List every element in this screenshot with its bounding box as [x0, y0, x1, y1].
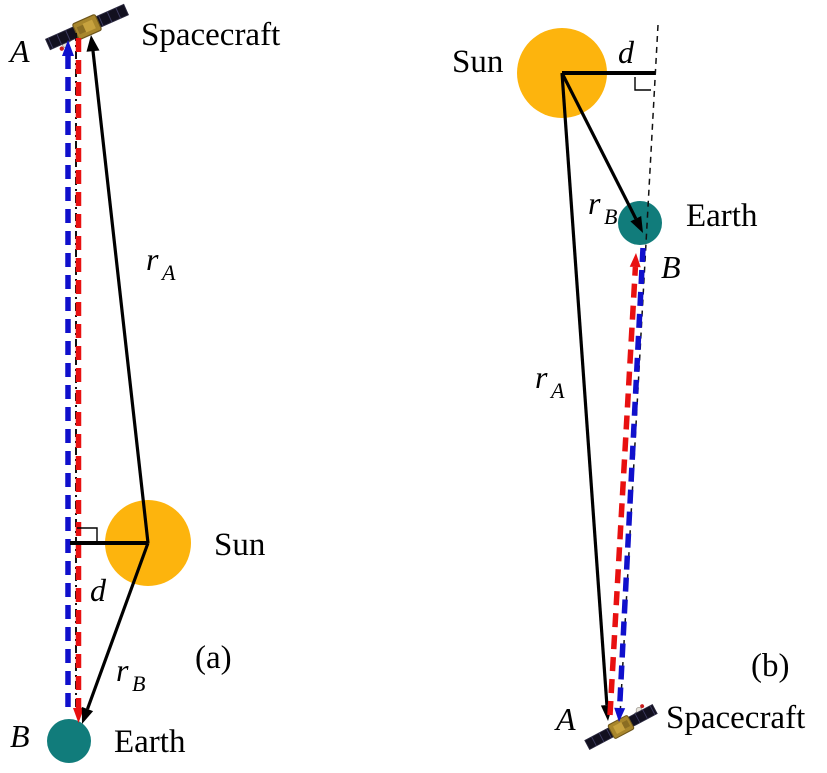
right-angle-marker	[77, 527, 98, 543]
distance-d-label: d	[90, 572, 107, 608]
signal-blue-line	[616, 247, 646, 709]
earth-label: Earth	[114, 724, 186, 760]
earth-label: Earth	[686, 198, 758, 234]
sun-label: Sun	[214, 527, 265, 563]
range-rb-subscript: B	[604, 204, 617, 229]
distance-d-label: d	[618, 34, 635, 70]
point-b-label: B	[661, 249, 681, 285]
panel-b: Sun d r B Earth B r A (b) A Spacecraft	[452, 24, 805, 753]
panel-a-caption: (a)	[195, 640, 232, 676]
range-rb-label: r	[116, 652, 129, 688]
signal-blue-arrowhead	[62, 40, 74, 56]
right-angle-marker	[634, 77, 651, 91]
range-ra-subscript: A	[160, 260, 176, 285]
signal-blue-arrowhead	[614, 707, 626, 722]
signal-red-line	[607, 266, 639, 716]
range-ra-label: r	[146, 241, 159, 277]
panel-b-caption: (b)	[751, 648, 789, 684]
range-ra-label: r	[535, 359, 548, 395]
range-ra-line	[91, 50, 150, 544]
sun-label: Sun	[452, 44, 503, 80]
spacecraft-label: Spacecraft	[141, 17, 280, 53]
signal-red-arrowhead	[73, 708, 84, 723]
point-a-label: A	[554, 701, 576, 737]
range-rb-line	[85, 542, 150, 710]
range-ra-line	[560, 72, 609, 706]
point-b-label: B	[10, 718, 30, 754]
earth-icon	[47, 719, 91, 763]
signal-red-arrowhead	[629, 253, 641, 268]
range-rb-line	[560, 72, 638, 220]
point-a-label: A	[8, 33, 30, 69]
range-rb-subscript: B	[132, 671, 145, 696]
range-rb-label: r	[588, 185, 601, 221]
spacecraft-icon	[43, 1, 132, 56]
range-ra-arrowhead	[86, 35, 100, 52]
range-rb-arrowhead	[81, 706, 94, 724]
panel-a: A Spacecraft r A Sun d (a) r B B Earth	[8, 1, 280, 763]
range-rb-arrowhead	[630, 216, 643, 233]
spacecraft-label: Spacecraft	[666, 700, 805, 736]
range-ra-subscript: A	[549, 378, 565, 403]
